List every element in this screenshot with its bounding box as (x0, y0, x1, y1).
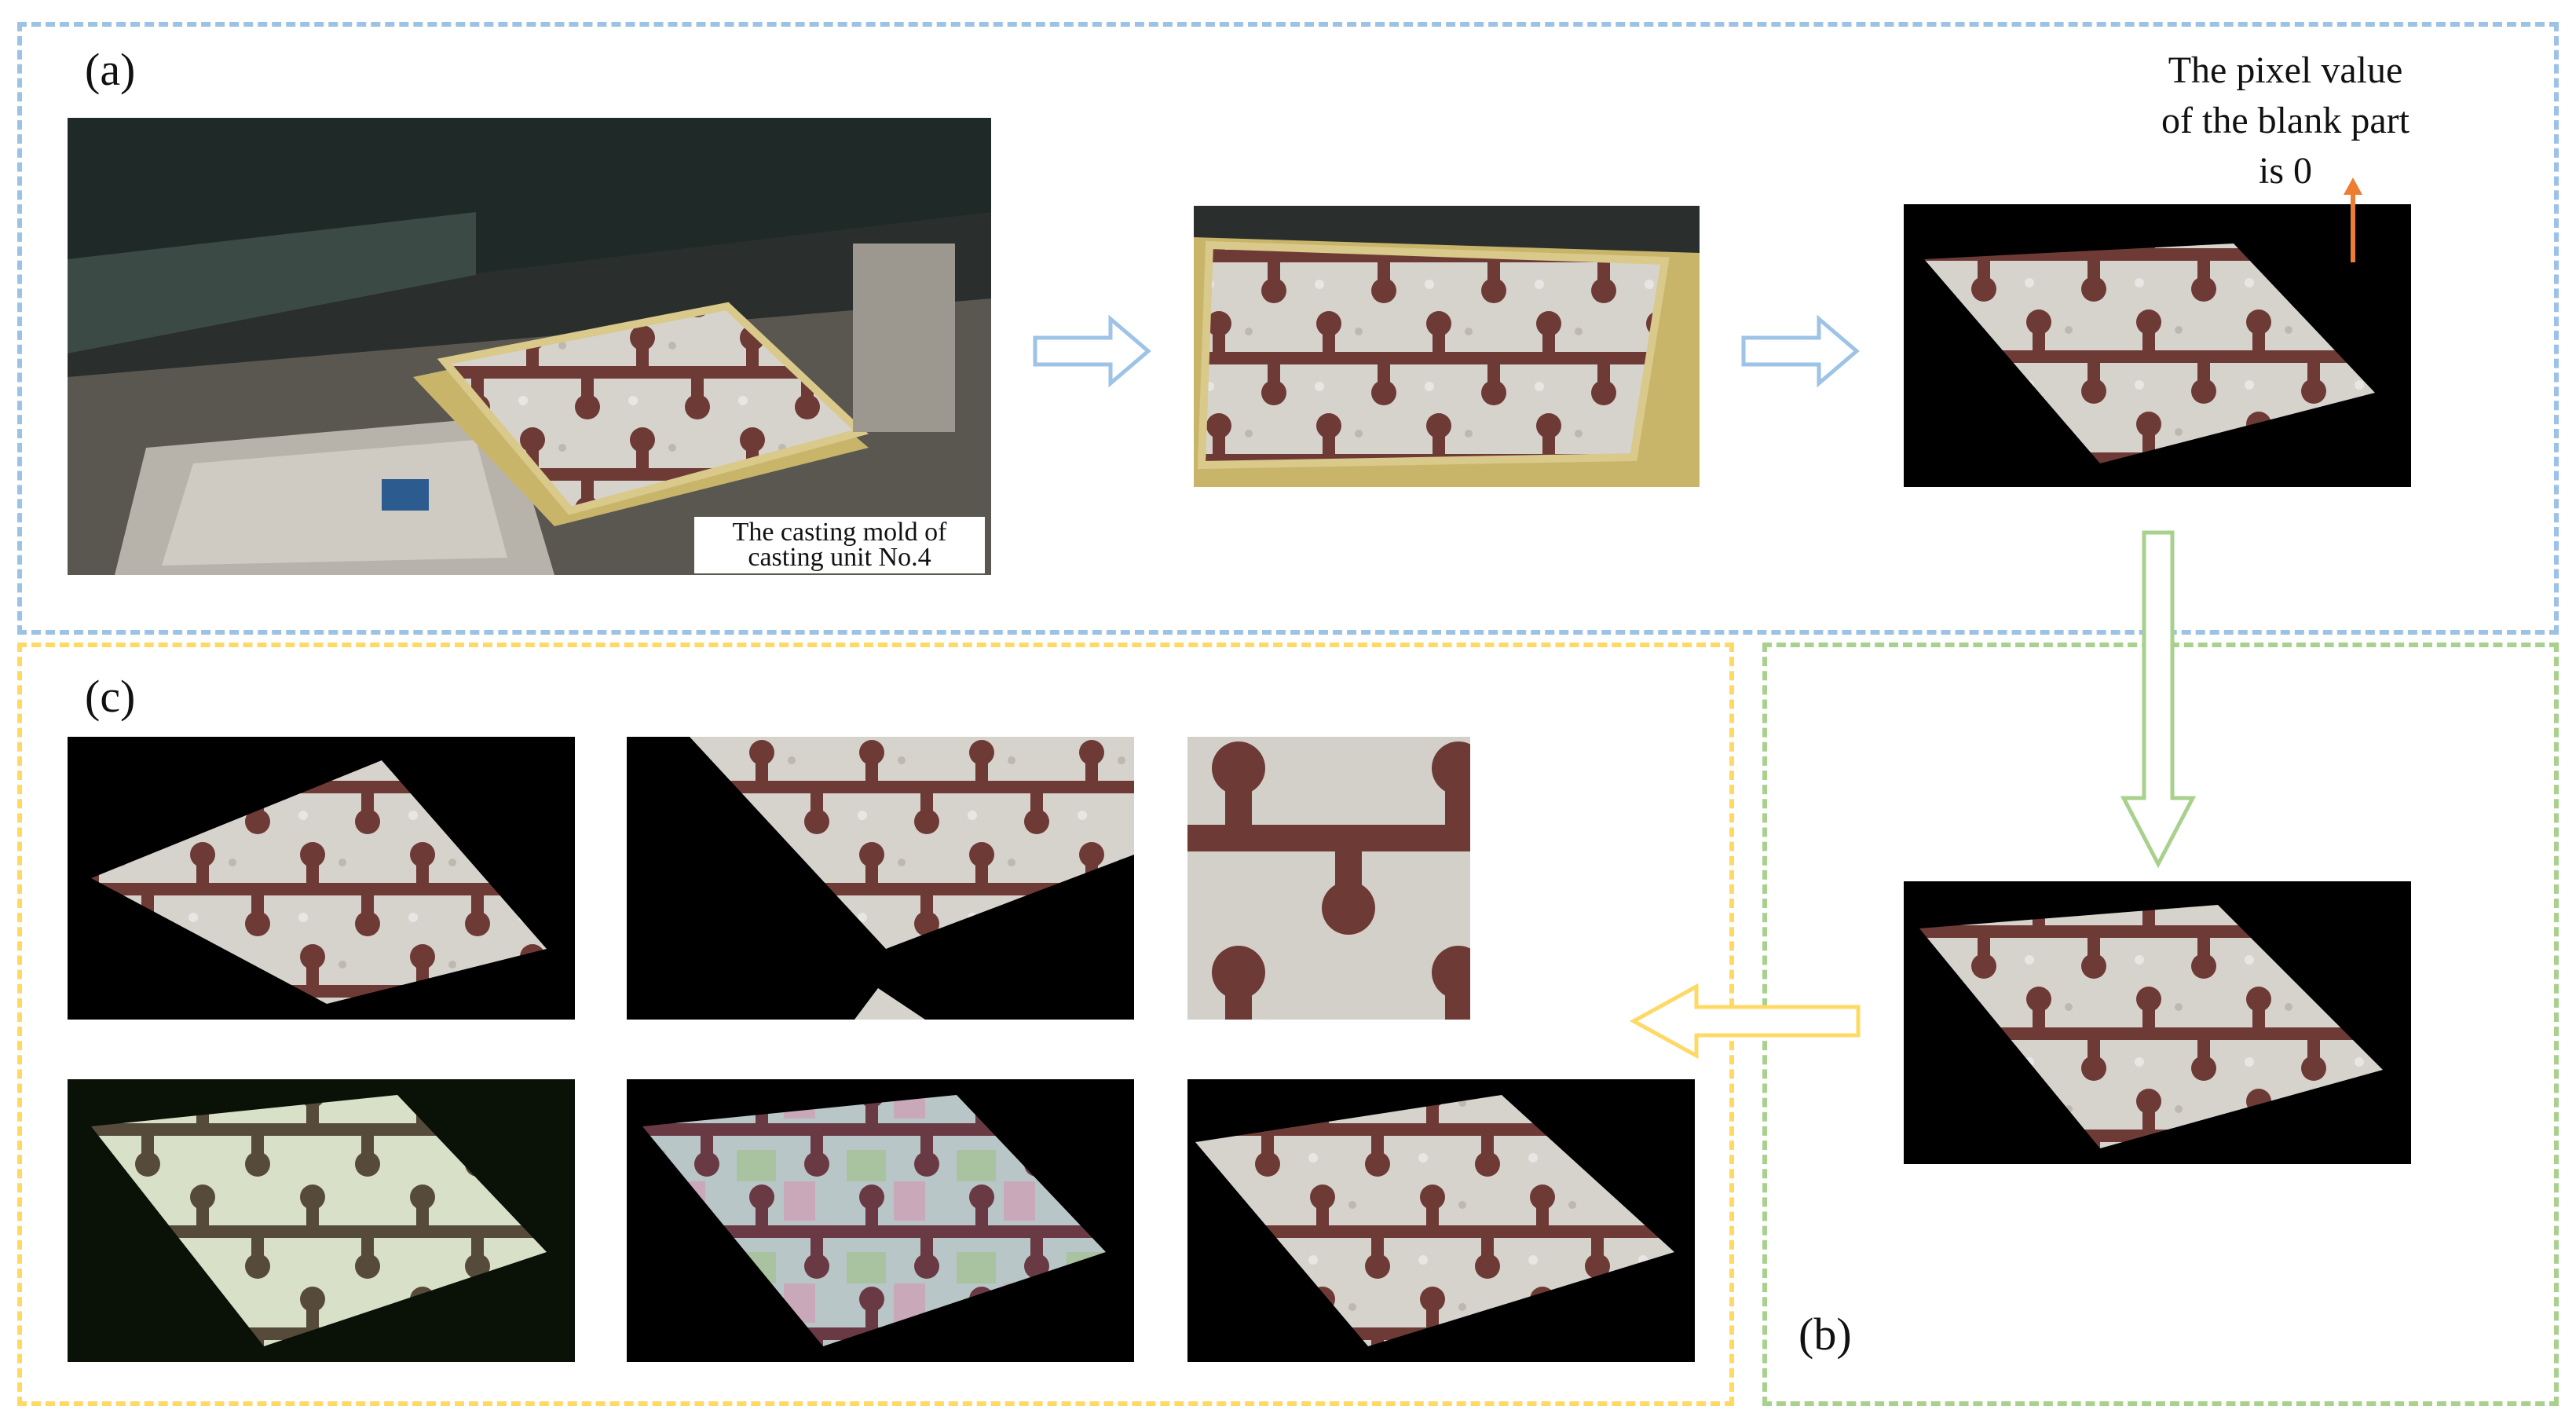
augmented-image-color-jitter (627, 1079, 1134, 1362)
yellow-left-arrow (1629, 983, 1861, 1060)
factory-photo (68, 118, 991, 575)
annotation-line-2: of the blank part (2161, 100, 2410, 141)
panel-b-label: (b) (1798, 1309, 1852, 1360)
green-down-arrow (2120, 530, 2197, 869)
panel-a-label: (a) (85, 44, 136, 95)
augmented-image-rotated (68, 737, 575, 1020)
masked-mold-image (1904, 204, 2411, 487)
augmented-image-zoomed (1187, 737, 1470, 1020)
augmented-image-flipped (1187, 1079, 1695, 1362)
blue-right-arrow-1 (1033, 314, 1151, 388)
panel-c-label: (c) (85, 671, 136, 722)
blue-right-arrow-2 (1741, 314, 1860, 388)
mold-caption: The casting mold of casting unit No.4 (694, 517, 985, 573)
output-mold-image (1904, 881, 2411, 1164)
annotation-line-3: is 0 (2258, 150, 2312, 192)
augmented-image-shifted (627, 737, 1134, 1020)
caption-line-2: casting unit No.4 (748, 543, 931, 572)
pixel-value-annotation: The pixel value of the blank part is 0 (2120, 46, 2450, 196)
panel-a-frame (17, 22, 2559, 635)
cropped-photo (1194, 206, 1700, 487)
caption-line-1: The casting mold of (732, 518, 947, 547)
orange-pointer-arrow (2344, 178, 2362, 262)
augmented-image-green-tint (68, 1079, 575, 1362)
annotation-line-1: The pixel value (2168, 49, 2403, 91)
